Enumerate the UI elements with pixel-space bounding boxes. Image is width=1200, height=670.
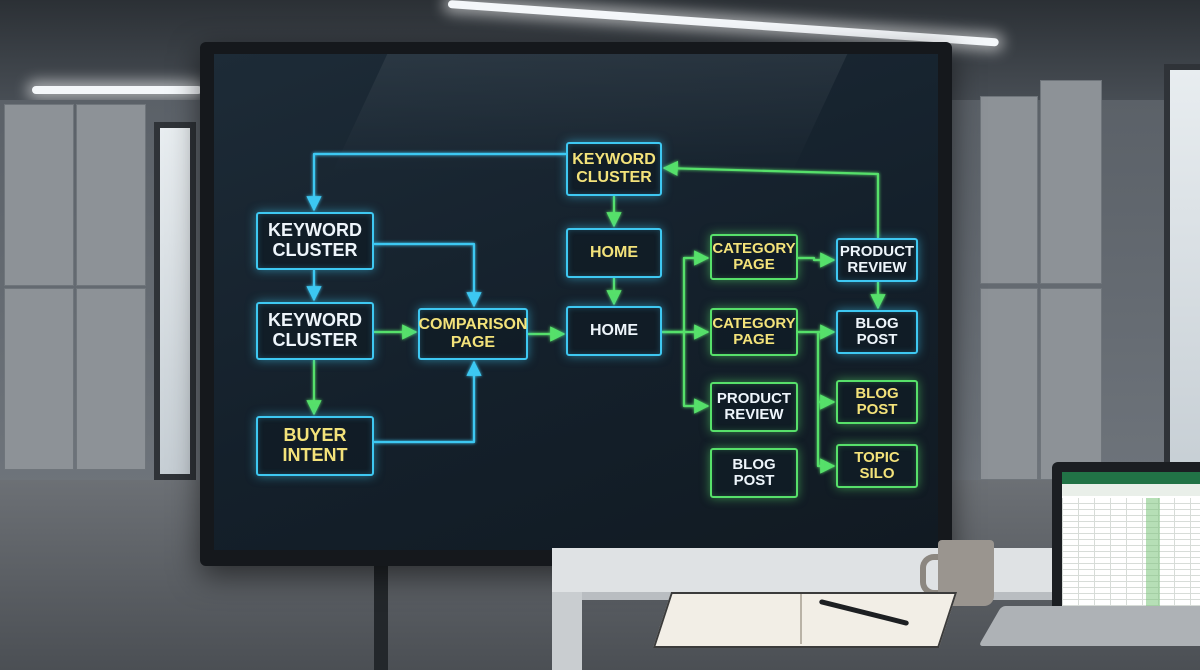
node-home-1: HOME bbox=[566, 228, 662, 278]
edge-category-page-2-to-blog-post-3 bbox=[816, 332, 836, 410]
wall-panel bbox=[4, 104, 74, 286]
wall-panel bbox=[1040, 288, 1102, 480]
edge-home-2-to-category-page-1 bbox=[662, 250, 710, 334]
node-topic-silo: TOPIC SILO bbox=[836, 444, 918, 488]
edge-buyer-intent-to-comparison-page bbox=[374, 360, 482, 444]
wall-panel bbox=[76, 104, 146, 286]
wall-panel bbox=[1040, 80, 1102, 284]
notebook-icon bbox=[652, 592, 958, 648]
edge-home-2-to-product-review-1 bbox=[682, 332, 710, 414]
node-blog-post-1: BLOG POST bbox=[710, 448, 798, 498]
window bbox=[1164, 64, 1200, 492]
edge-category-page-1-to-product-review-2 bbox=[798, 252, 836, 268]
spreadsheet-ribbon bbox=[1062, 484, 1200, 496]
wall-display: KEYWORD CLUSTER KEYWORD CLUSTER KEYWORD CL… bbox=[200, 42, 952, 566]
edge-kc-left-1-to-comparison-page bbox=[374, 242, 482, 308]
wall-panel bbox=[980, 96, 1038, 284]
wall-panel bbox=[76, 288, 146, 470]
spreadsheet-icon bbox=[1062, 472, 1200, 606]
notebook-spine bbox=[800, 594, 802, 644]
desk-leg bbox=[552, 592, 582, 670]
node-comparison-page: COMPARISON PAGE bbox=[418, 308, 528, 360]
node-category-page-1: CATEGORY PAGE bbox=[710, 234, 798, 280]
spreadsheet-highlight-column bbox=[1146, 498, 1160, 606]
node-category-page-2: CATEGORY PAGE bbox=[710, 308, 798, 356]
display-screen: KEYWORD CLUSTER KEYWORD CLUSTER KEYWORD CL… bbox=[214, 54, 938, 550]
laptop-keyboard bbox=[978, 606, 1200, 646]
node-blog-post-3: BLOG POST bbox=[836, 380, 918, 424]
node-kc-left-1: KEYWORD CLUSTER bbox=[256, 212, 374, 270]
node-kc-left-2: KEYWORD CLUSTER bbox=[256, 302, 374, 360]
node-product-review-2: PRODUCT REVIEW bbox=[836, 238, 918, 282]
ceiling-light-icon bbox=[32, 86, 202, 94]
node-product-review-1: PRODUCT REVIEW bbox=[710, 382, 798, 432]
wall-panel bbox=[4, 288, 74, 470]
spreadsheet-grid bbox=[1062, 498, 1200, 606]
tv-stand-post bbox=[374, 560, 388, 670]
edge-category-page-2-to-topic-silo bbox=[816, 402, 836, 474]
node-kc-top: KEYWORD CLUSTER bbox=[566, 142, 662, 196]
node-buyer-intent: BUYER INTENT bbox=[256, 416, 374, 476]
diagram-connectors bbox=[306, 152, 886, 474]
spreadsheet-titlebar bbox=[1062, 472, 1200, 484]
wall-panel bbox=[980, 288, 1038, 480]
edge-kc-top-to-kc-left-1 bbox=[306, 152, 566, 212]
node-blog-post-2: BLOG POST bbox=[836, 310, 918, 354]
window bbox=[154, 122, 196, 480]
node-home-2: HOME bbox=[566, 306, 662, 356]
edge-product-review-2-to-kc-top bbox=[662, 160, 880, 238]
